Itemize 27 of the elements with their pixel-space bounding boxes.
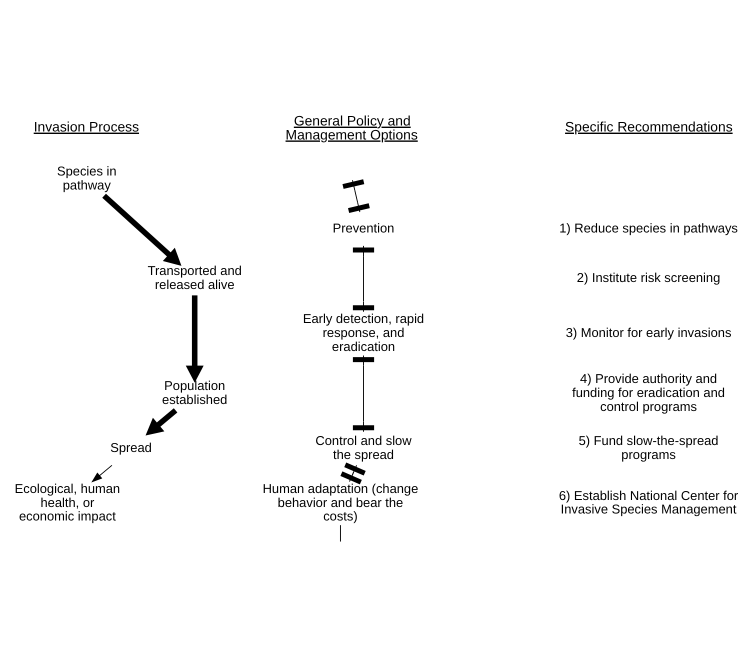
node-text: Early detection, rapid response, and eradication	[302, 310, 424, 354]
label: 1) Reduce species in pathways	[559, 220, 738, 235]
connector	[340, 462, 366, 484]
connector	[340, 524, 341, 542]
node-text: Species in pathway	[56, 163, 117, 192]
label: 6) Establish National Center for Invasive Species Management	[558, 487, 738, 516]
connector	[352, 244, 374, 312]
label: 5) Fund slow-the-spread programs	[578, 432, 718, 462]
node-text: Human adaptation (change behavior and bear the costs)	[262, 480, 418, 524]
label: Invasion Process	[34, 118, 140, 134]
node-text: Control and slow the spread	[315, 432, 412, 462]
label: General Policy and Management Options	[286, 112, 418, 142]
connector	[352, 354, 374, 432]
node-text: Population established	[162, 378, 228, 406]
arrow	[146, 408, 178, 435]
node-text: Transported and released alive	[148, 262, 242, 292]
node-text: Spread	[110, 439, 152, 454]
label: 2) Institute risk screening	[576, 270, 720, 285]
label: 3) Monitor for early invasions	[566, 324, 732, 340]
node-text: Prevention	[332, 220, 394, 235]
arrow	[91, 464, 112, 482]
connector	[352, 179, 360, 212]
node-text: Ecological, human health, or economic impact	[14, 480, 120, 524]
arrow	[186, 294, 204, 382]
label: Specific Recommendations	[565, 118, 733, 134]
arrow	[102, 193, 182, 266]
label: 4) Provide authority and funding for eradication and control programs	[572, 370, 725, 414]
